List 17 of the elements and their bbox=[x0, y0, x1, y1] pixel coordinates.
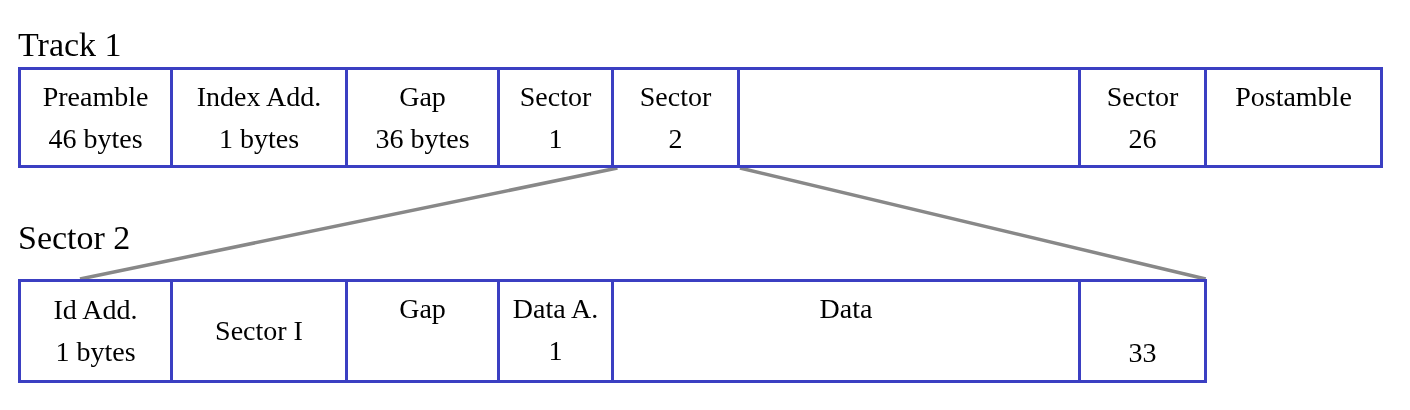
field-cell: Sector 26 bbox=[1078, 67, 1207, 168]
zoom-line bbox=[739, 166, 1207, 281]
field-cell: Data A. 1 bbox=[497, 279, 614, 383]
zoom-line bbox=[79, 166, 618, 281]
field-cell: Gap 36 bytes bbox=[345, 67, 500, 168]
field-cell: Gap bbox=[345, 279, 500, 383]
field-cell: Postamble bbox=[1204, 67, 1383, 168]
section-heading: Track 1 bbox=[18, 25, 122, 65]
field-cell: Index Add. 1 bytes bbox=[170, 67, 348, 168]
field-cell: Data bbox=[611, 279, 1081, 383]
field-cell: Id Add. 1 bytes bbox=[18, 279, 173, 383]
field-cell: 33 bbox=[1078, 279, 1207, 383]
section-heading: Sector 2 bbox=[18, 218, 131, 258]
field-cell: Sector 1 bbox=[497, 67, 614, 168]
field-cell: Preamble 46 bytes bbox=[18, 67, 173, 168]
field-cell: Sector I bbox=[170, 279, 348, 383]
field-cell: Sector 2 bbox=[611, 67, 740, 168]
